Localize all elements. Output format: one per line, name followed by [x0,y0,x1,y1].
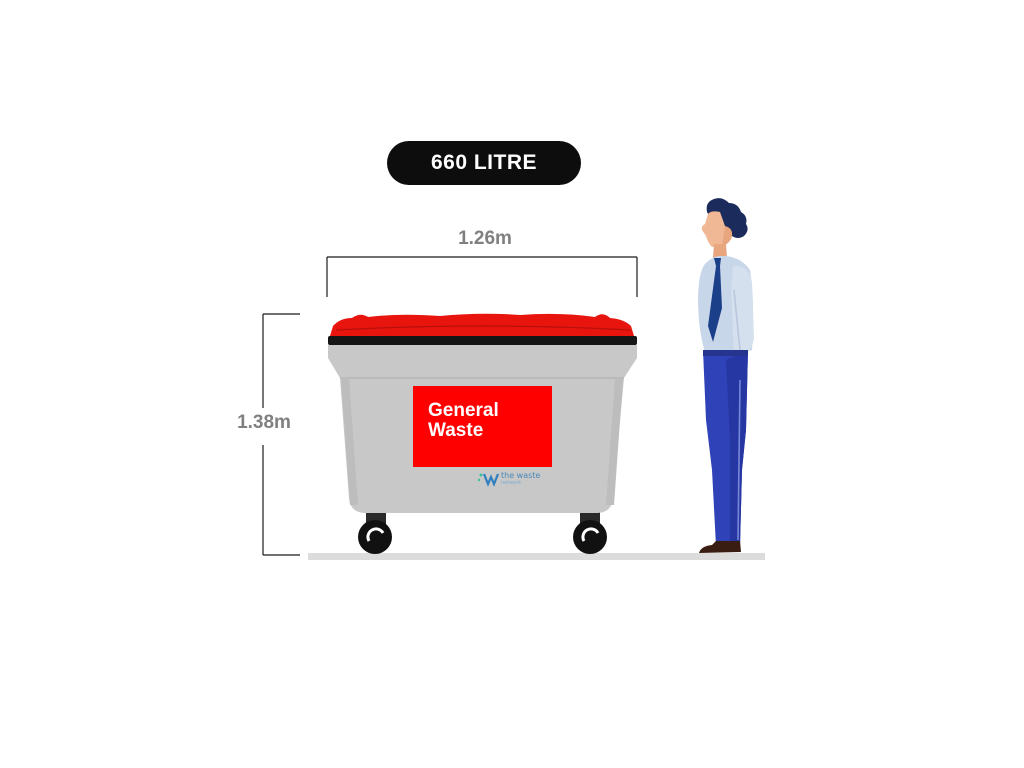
brand-logo-icon [477,473,500,487]
bin-waste-type-label: General Waste [428,401,548,441]
bin-lid-rim [328,336,637,345]
ground-line [308,553,765,560]
person-figure [698,198,754,553]
bin-label-line1: General [428,400,499,421]
capacity-badge: 660 LITRE [387,141,581,185]
bin-icon [328,313,637,554]
capacity-label: 660 LITRE [430,151,538,174]
height-dimension-bracket [262,313,300,556]
bin-lid [330,313,634,336]
bin-label-line2: Waste [428,420,484,441]
width-dimension-bracket [326,256,638,297]
brand-subtitle: network [501,480,522,486]
bin-label-panel [413,386,552,467]
height-dimension-label: 1.38m [237,412,291,433]
brand-name: the waste [501,471,541,480]
wheel-right [573,508,607,554]
width-dimension-label: 1.26m [458,228,512,249]
wheel-left [358,508,392,554]
